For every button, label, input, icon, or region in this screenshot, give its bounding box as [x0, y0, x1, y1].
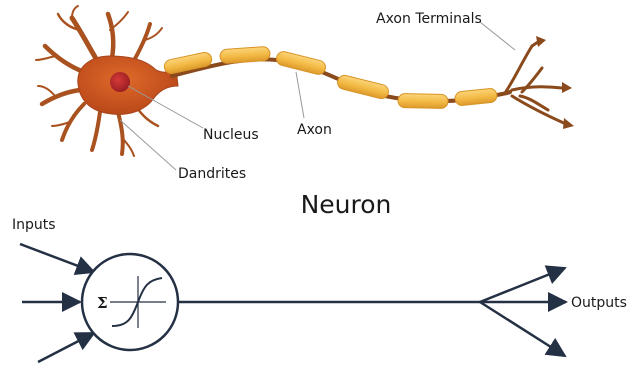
- inputs-label: Inputs: [12, 217, 56, 233]
- myelin-segment: [220, 46, 271, 63]
- nucleus-shape: [110, 72, 130, 92]
- output-arrow: [480, 302, 565, 356]
- axon-label: Axon: [297, 122, 332, 138]
- myelin-segment: [275, 50, 327, 76]
- artificial-neuron: Inputs Σ Outputs: [12, 217, 627, 362]
- myelin-segment: [336, 74, 390, 100]
- input-arrow: [38, 333, 94, 362]
- input-arrow: [20, 244, 94, 272]
- myelin-segment: [454, 88, 497, 106]
- terminal-buttons: [536, 36, 574, 129]
- biological-neuron: Axon Terminals Nucleus Axon Dandrites: [36, 6, 574, 182]
- output-arrow: [480, 268, 565, 302]
- summation-symbol: Σ: [97, 294, 108, 312]
- nucleus-label: Nucleus: [203, 127, 259, 143]
- axon-terminals-label: Axon Terminals: [376, 11, 482, 27]
- dendrites-label: Dandrites: [178, 166, 246, 182]
- outputs-label: Outputs: [571, 295, 627, 311]
- myelin-segment: [398, 94, 448, 109]
- axon-terminals: [505, 42, 566, 124]
- diagram-title: Neuron: [301, 190, 392, 219]
